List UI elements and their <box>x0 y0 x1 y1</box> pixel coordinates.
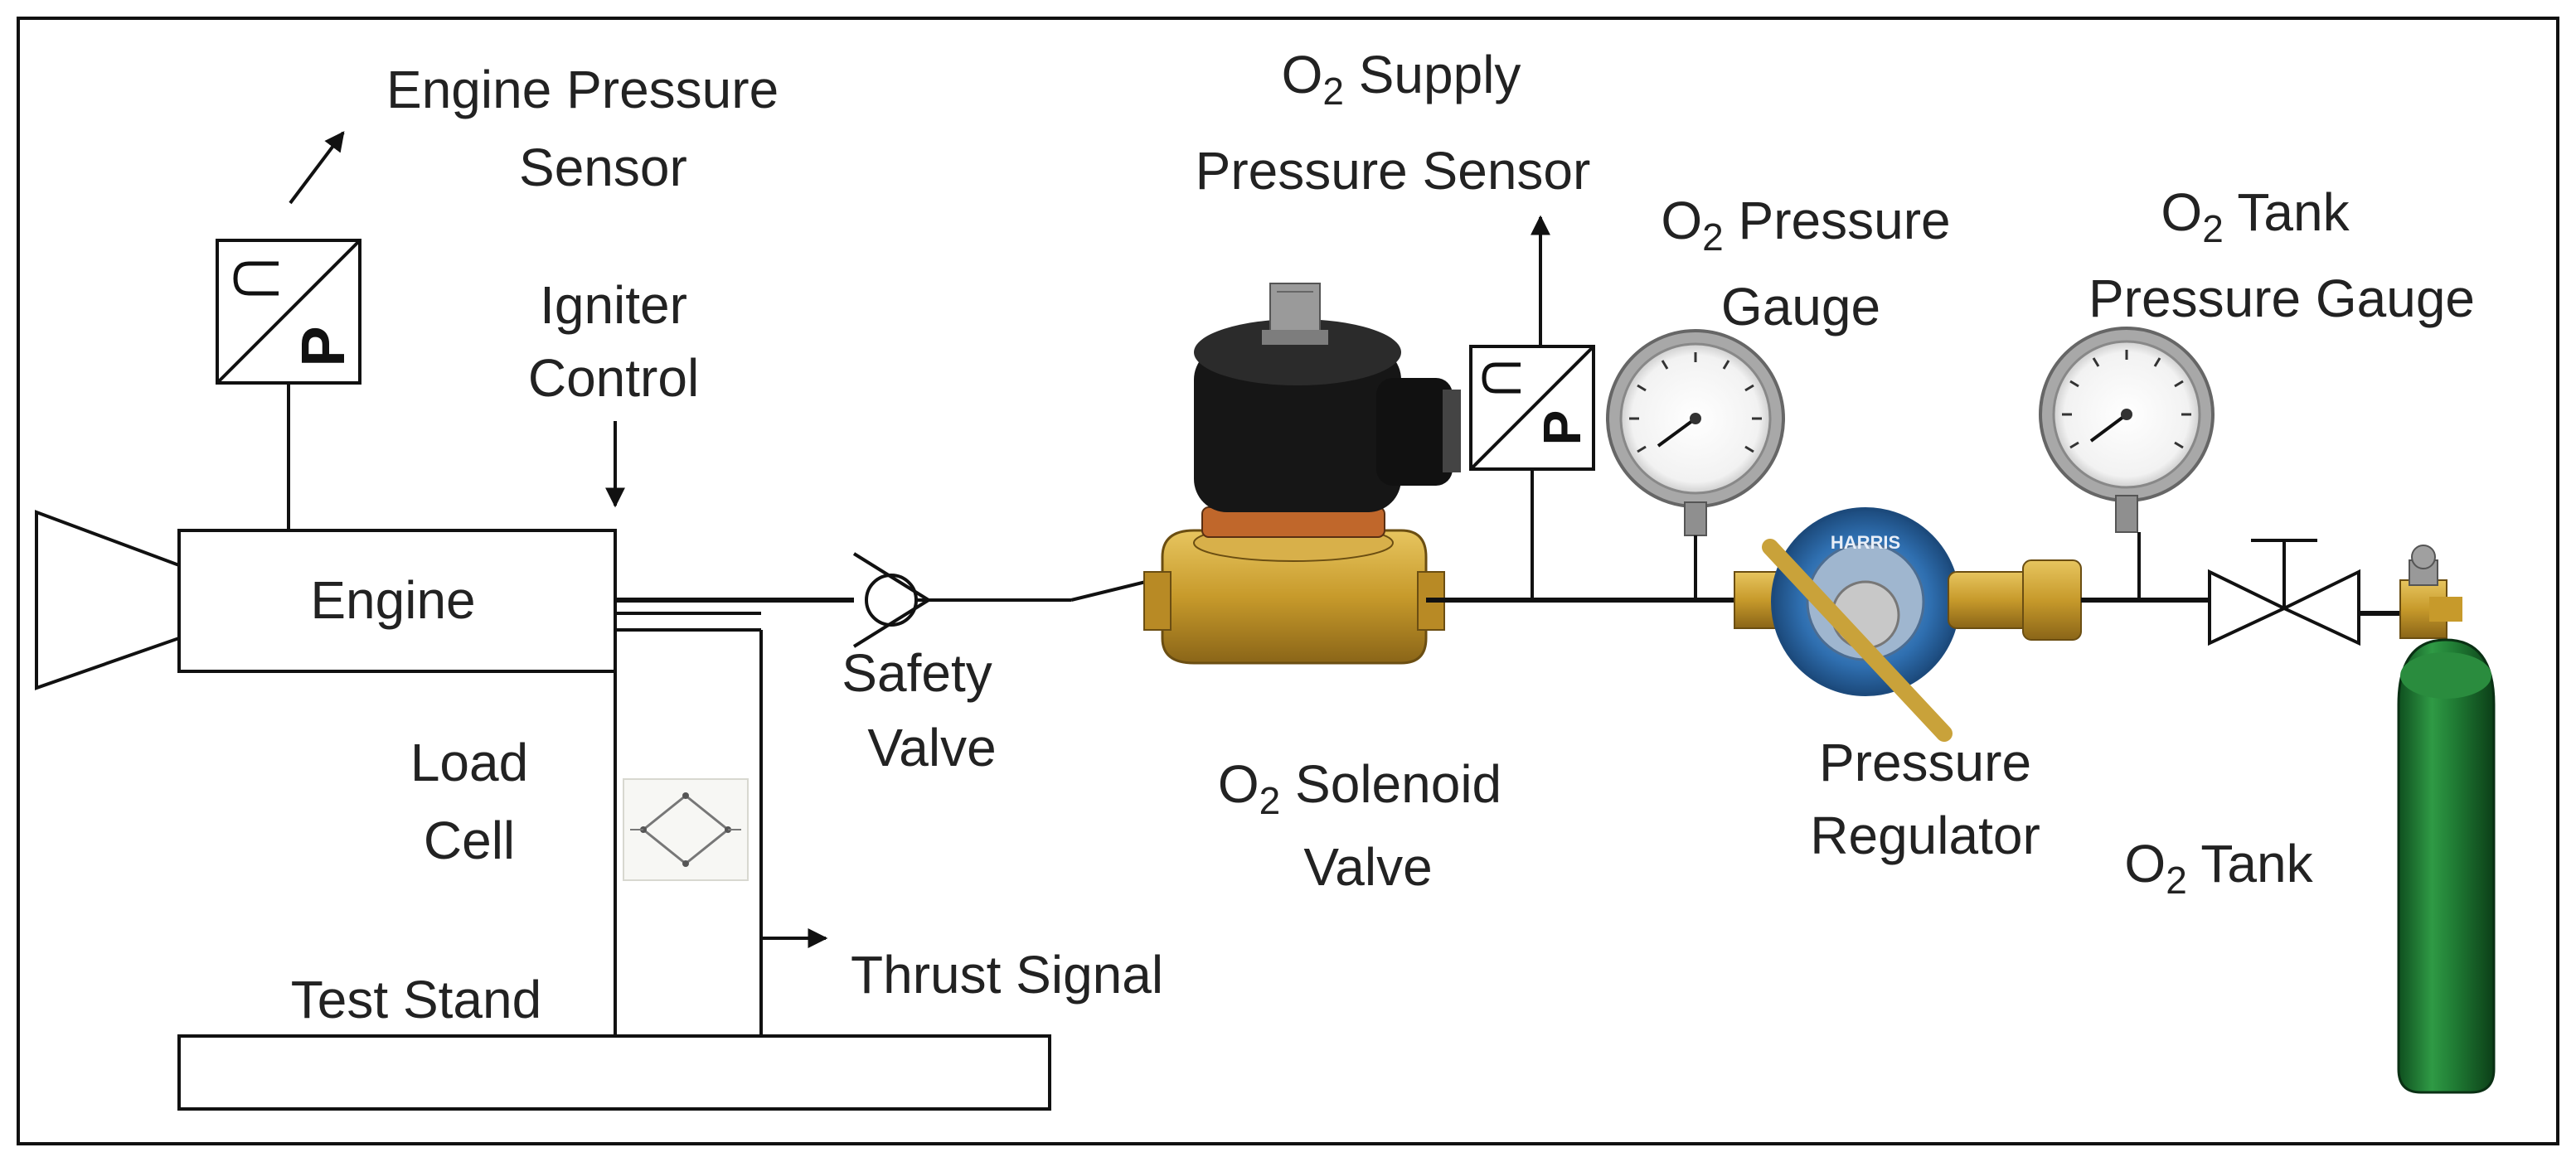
label-thrust-signal: Thrust Signal <box>851 945 1163 1005</box>
engine-box <box>177 529 617 673</box>
label-o2-solenoid-l2: Valve <box>1303 837 1432 897</box>
o2-pressure-gauge-image <box>1606 329 1785 536</box>
label-o2-tank-gauge-l2: Pressure Gauge <box>2088 269 2475 328</box>
sensor-letter-engine: P <box>289 326 357 366</box>
label-engine-pressure-sensor-l2: Sensor <box>519 138 687 197</box>
label-test-stand: Test Stand <box>291 970 541 1029</box>
sensor-letter-supply: P <box>1532 410 1592 446</box>
label-o2-tank: O2 Tank <box>2124 834 2313 902</box>
label-pressure-regulator-l1: Pressure <box>1819 733 2031 792</box>
label-pressure-regulator-l2: Regulator <box>1810 806 2040 865</box>
regulator-brand-text: HARRIS <box>1831 532 1900 553</box>
safety-valve-symbol <box>852 552 930 648</box>
label-igniter-control-l2: Control <box>528 348 699 408</box>
engine-pressure-sensor-symbol: P <box>216 239 361 385</box>
label-o2-solenoid-l1: O2 Solenoid <box>1218 754 1501 822</box>
label-o2-tank-gauge-l1: O2 Tank <box>2161 182 2350 250</box>
o2-tank-image <box>2397 545 2496 1094</box>
label-load-cell-l2: Cell <box>424 811 515 870</box>
label-engine-pressure-sensor-l1: Engine Pressure <box>386 60 779 119</box>
solenoid-valve-image <box>1143 283 1461 665</box>
label-o2-supply-l2: Pressure Sensor <box>1196 141 1591 201</box>
o2-supply-pressure-sensor-symbol: P <box>1469 345 1595 471</box>
label-o2-pressure-gauge-l1: O2 Pressure <box>1661 191 1950 259</box>
label-o2-pressure-gauge-l2: Gauge <box>1721 277 1880 336</box>
label-safety-valve-l1: Safety <box>842 643 992 703</box>
label-igniter-control-l1: Igniter <box>540 275 687 335</box>
safety-to-solenoid-joint <box>1070 579 1153 602</box>
label-engine: Engine <box>310 570 475 630</box>
engine-sensor-arrow <box>289 131 345 205</box>
load-cell-bridge-icon <box>623 778 749 881</box>
test-stand <box>177 1034 1051 1111</box>
label-load-cell-l1: Load <box>410 733 528 792</box>
label-safety-valve-l2: Valve <box>867 718 996 777</box>
shutoff-valve-symbol <box>2208 539 2360 646</box>
o2-tank-pressure-gauge-image <box>2039 327 2215 533</box>
label-o2-supply-l1: O2 Supply <box>1282 45 1521 113</box>
pressure-regulator-image: HARRIS <box>1734 507 2082 742</box>
outer-border <box>17 17 2559 1145</box>
engine-nozzle <box>35 510 181 690</box>
